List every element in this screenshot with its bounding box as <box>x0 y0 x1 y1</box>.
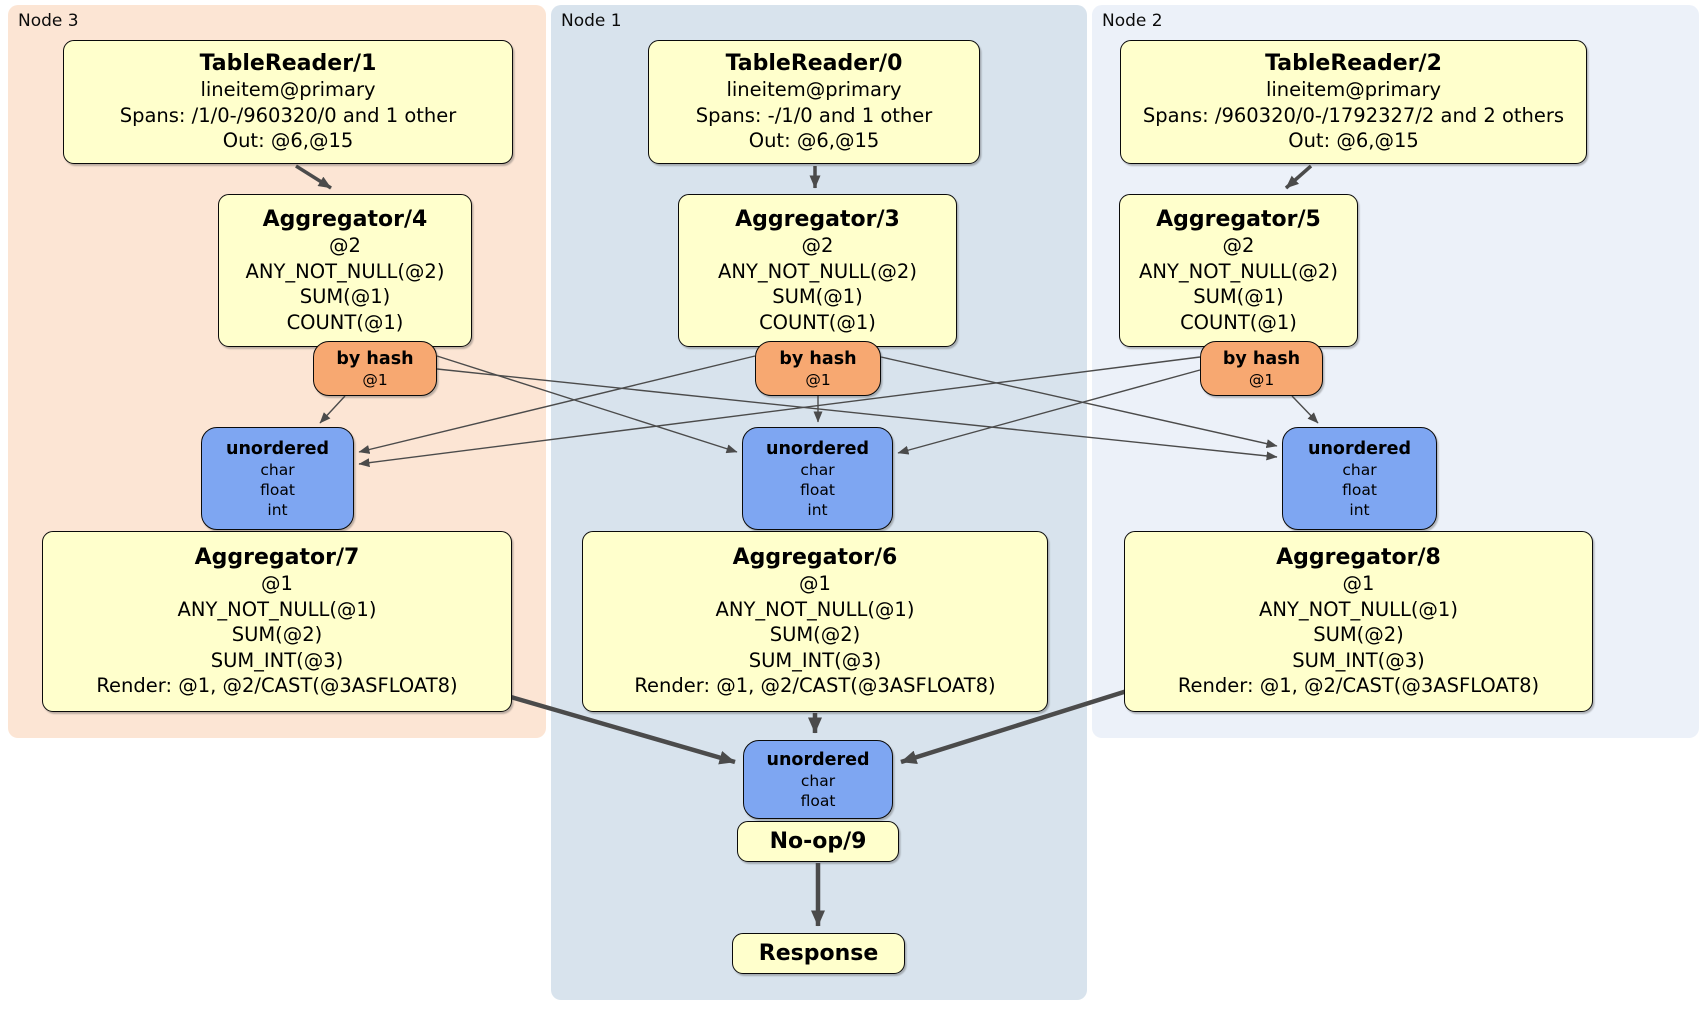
aggregator-6-line-3: SUM_INT(@3) <box>748 648 882 672</box>
aggregator-3-line-2: SUM(@1) <box>772 285 863 308</box>
aggregator-7-line-3: SUM_INT(@3) <box>210 648 344 672</box>
aggregator-8-line-0: @1 <box>1342 572 1375 596</box>
aggregator-6-title: Aggregator/6 <box>732 545 898 571</box>
aggregator-8-title: Aggregator/8 <box>1276 545 1441 571</box>
cluster-label-node3: Node 3 <box>18 11 79 31</box>
tablereader-0-line-1: Spans: -/1/0 and 1 other <box>695 103 933 127</box>
sync-unordered-node2-title: unordered <box>1308 438 1411 459</box>
sync-unordered-node3-line-0: char <box>260 460 295 479</box>
aggregator-8-line-2: SUM(@2) <box>1313 623 1404 647</box>
router-router-hash-node1: by hash@1 <box>755 341 881 396</box>
router-router-hash-node2: by hash@1 <box>1200 341 1323 396</box>
sync-unordered-node1-line-2: int <box>807 500 828 519</box>
aggregator-3-line-3: COUNT(@1) <box>759 310 876 334</box>
processor-response: Response <box>732 933 905 974</box>
tablereader-2-line-0: lineitem@primary <box>1265 78 1442 102</box>
aggregator-4-line-3: COUNT(@1) <box>286 310 404 334</box>
router-hash-node2-title: by hash <box>1222 348 1301 369</box>
sync-unordered-node2-line-1: float <box>1342 480 1377 499</box>
aggregator-3-line-1: ANY_NOT_NULL(@2) <box>718 259 917 283</box>
aggregator-4-title: Aggregator/4 <box>262 207 428 232</box>
aggregator-7-line-2: SUM(@2) <box>231 623 323 647</box>
aggregator-6-line-4: Render: @1, @2/CAST(@3ASFLOAT8) <box>634 674 996 698</box>
tablereader-2-line-1: Spans: /960320/0-/1792327/2 and 2 others <box>1142 103 1565 127</box>
tablereader-1-line-2: Out: @6,@15 <box>222 129 354 153</box>
router-hash-node1-title: by hash <box>779 348 857 369</box>
router-hash-node1-line-0: @1 <box>805 370 831 389</box>
cluster-label-node2: Node 2 <box>1102 11 1163 31</box>
tablereader-1-title: TableReader/1 <box>199 51 377 77</box>
sync-unordered-node1-line-0: char <box>800 460 835 479</box>
noop-9-title: No-op/9 <box>769 829 867 854</box>
aggregator-3-line-0: @2 <box>801 234 834 257</box>
sync-unordered-node2-line-0: char <box>1342 460 1377 479</box>
tablereader-1-line-0: lineitem@primary <box>200 78 376 102</box>
router-hash-node3-title: by hash <box>336 348 414 369</box>
aggregator-7-line-0: @1 <box>261 572 293 596</box>
aggregator-5-line-2: SUM(@1) <box>1193 285 1284 308</box>
tablereader-2-line-2: Out: @6,@15 <box>1288 129 1419 153</box>
sync-unordered-node2-line-2: int <box>1349 500 1370 519</box>
aggregator-3-title: Aggregator/3 <box>735 207 900 232</box>
aggregator-8-line-1: ANY_NOT_NULL(@1) <box>1259 597 1458 621</box>
aggregator-7-line-4: Render: @1, @2/CAST(@3ASFLOAT8) <box>96 674 458 698</box>
tablereader-2-title: TableReader/2 <box>1265 51 1442 77</box>
sync-unordered-node3-title: unordered <box>226 438 329 459</box>
sync-unordered-final-line-0: char <box>800 771 836 790</box>
router-router-hash-node3: by hash@1 <box>313 341 437 396</box>
processor-noop-9: No-op/9 <box>737 821 899 862</box>
sync-unordered-node3-line-1: float <box>260 480 295 499</box>
aggregator-6-line-0: @1 <box>799 572 831 596</box>
aggregator-4-line-0: @2 <box>329 234 361 257</box>
tablereader-0-line-0: lineitem@primary <box>726 78 902 102</box>
aggregator-7-line-1: ANY_NOT_NULL(@1) <box>177 597 377 621</box>
sync-unordered-node1-title: unordered <box>766 438 869 459</box>
sync-unordered-final-line-1: float <box>800 791 836 810</box>
aggregator-6-line-2: SUM(@2) <box>769 623 861 647</box>
aggregator-5-line-0: @2 <box>1222 234 1255 257</box>
router-hash-node2-line-0: @1 <box>1248 370 1275 389</box>
aggregator-7-title: Aggregator/7 <box>194 545 360 571</box>
response-title: Response <box>758 941 879 966</box>
router-hash-node3-line-0: @1 <box>362 370 388 389</box>
aggregator-4-line-1: ANY_NOT_NULL(@2) <box>245 259 445 283</box>
aggregator-5-title: Aggregator/5 <box>1156 207 1321 232</box>
aggregator-8-line-4: Render: @1, @2/CAST(@3ASFLOAT8) <box>1177 674 1540 698</box>
tablereader-0-line-2: Out: @6,@15 <box>748 129 880 153</box>
aggregator-8-line-3: SUM_INT(@3) <box>1292 648 1425 672</box>
aggregator-5-line-1: ANY_NOT_NULL(@2) <box>1139 259 1338 283</box>
aggregator-4-line-2: SUM(@1) <box>299 285 391 308</box>
tablereader-0-title: TableReader/0 <box>725 51 903 77</box>
sync-unordered-node3-line-2: int <box>267 500 288 519</box>
tablereader-1-line-1: Spans: /1/0-/960320/0 and 1 other <box>119 103 457 127</box>
aggregator-6-line-1: ANY_NOT_NULL(@1) <box>715 597 915 621</box>
aggregator-5-line-3: COUNT(@1) <box>1180 310 1297 334</box>
sync-unordered-final-title: unordered <box>766 749 870 770</box>
cluster-label-node1: Node 1 <box>561 11 622 31</box>
sync-unordered-node1-line-1: float <box>800 480 835 499</box>
